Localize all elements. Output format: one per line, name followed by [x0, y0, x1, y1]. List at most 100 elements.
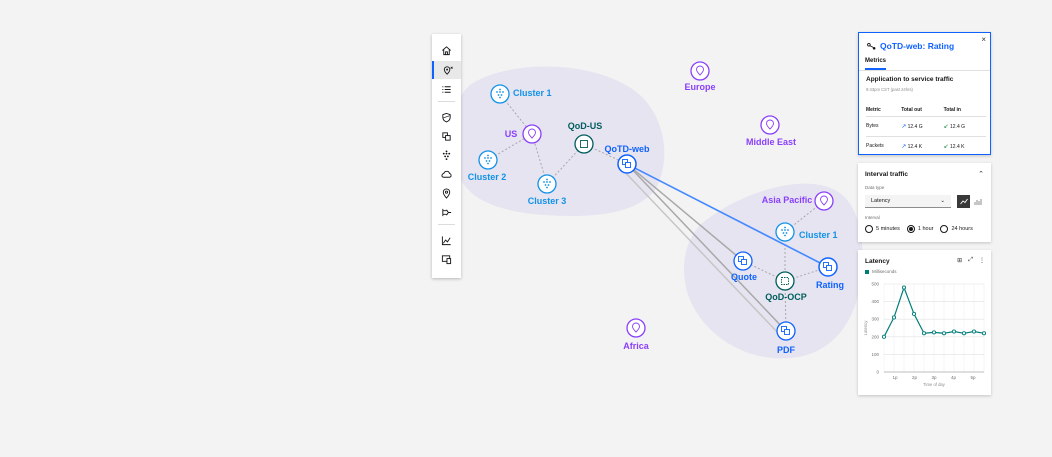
metric-cell: Bytes — [866, 116, 902, 137]
arrow-down-left-icon: ↙ — [943, 123, 949, 130]
data-point — [971, 329, 977, 334]
radio-5-minutes[interactable]: 5 minutes — [865, 225, 900, 233]
arrow-up-right-icon: ↗ — [901, 123, 907, 130]
data-point — [951, 329, 957, 334]
radio-button[interactable] — [906, 225, 915, 233]
region-us[interactable]: US — [505, 124, 542, 144]
us-cluster-2-label: Cluster 2 — [468, 172, 507, 182]
arrow-up-right-icon: ↗ — [901, 143, 907, 150]
bar-chart-icon — [974, 199, 981, 205]
pdf-label: PDF — [777, 345, 796, 355]
interval-radio-group: 5 minutes 1 hour 24 hours — [865, 225, 973, 233]
radio-label: 1 hour — [917, 226, 934, 232]
data-type-label: Data type — [865, 185, 885, 190]
app-button[interactable] — [432, 127, 461, 145]
cluster-icon — [781, 226, 789, 237]
x-tick-label: 5p — [970, 375, 976, 380]
details-title: QoTD-web: Rating — [867, 41, 954, 51]
cloud-button[interactable] — [432, 165, 461, 183]
in-cell: ↙ 12.4 K — [943, 136, 986, 157]
us-cluster-1-label: Cluster 1 — [513, 88, 552, 98]
latency-title: Latency — [865, 258, 890, 265]
rating-service[interactable]: Rating — [816, 257, 844, 290]
cluster-icon — [496, 88, 504, 99]
table-view-icon[interactable]: ⊞ — [957, 258, 963, 264]
namespace-icon — [781, 277, 789, 285]
x-axis-label: Time of day — [923, 382, 946, 387]
metric-cell: Packets — [866, 136, 902, 157]
list-button[interactable] — [432, 80, 461, 98]
qotd-web-service[interactable]: QoTD-web — [605, 144, 650, 174]
us-cluster-2[interactable]: Cluster 2 — [468, 150, 507, 182]
qod-us-namespace[interactable]: QoD-US — [568, 121, 603, 154]
details-title-text: QoTD-web: Rating — [880, 41, 955, 51]
radio-label: 5 minutes — [876, 226, 900, 232]
region-africa[interactable]: Africa — [623, 318, 650, 351]
data-point — [931, 330, 937, 335]
x-tick-label: 3p — [931, 375, 937, 380]
line-chart-toggle[interactable] — [957, 195, 970, 208]
quote-service[interactable]: Quote — [731, 251, 757, 282]
location-filter-button[interactable] — [432, 61, 461, 79]
bar-chart-toggle[interactable] — [971, 195, 984, 208]
pdf-service[interactable]: PDF — [776, 321, 796, 355]
radio-button[interactable] — [940, 225, 949, 233]
maximize-icon[interactable]: ⤢ — [968, 257, 973, 263]
ap-cluster-1[interactable]: Cluster 1 — [775, 222, 838, 242]
x-tick-label: 1p — [892, 375, 898, 380]
y-tick-label: 0 — [876, 370, 879, 375]
region-middle-east-label: Middle East — [746, 137, 796, 147]
data-type-select[interactable]: Latency ⌄ — [865, 195, 951, 208]
shield-icon — [442, 112, 451, 122]
interval-traffic-panel: Interval traffic ⌃ Data type Latency ⌄ I… — [858, 163, 991, 242]
selected-link — [626, 163, 829, 268]
quote-label: Quote — [731, 272, 757, 282]
close-icon[interactable]: × — [981, 35, 986, 44]
flow-button[interactable] — [432, 203, 461, 221]
radio-button[interactable] — [865, 225, 873, 233]
cluster-button[interactable] — [432, 146, 461, 164]
metrics-table: Metric Total out Total in Bytes ↗ 12.4 G… — [866, 104, 986, 157]
column-header: Total out — [901, 104, 944, 117]
app-icon — [442, 131, 451, 141]
toolbar-divider — [438, 224, 455, 225]
service-icon — [622, 159, 631, 168]
interval-label: Interval — [865, 215, 880, 220]
y-axis-label: Latency — [863, 320, 868, 336]
chevron-up-icon[interactable]: ⌃ — [978, 171, 984, 178]
radio-24-hours[interactable]: 24 hours — [940, 225, 973, 233]
data-point — [891, 315, 897, 320]
arrow-down-left-icon: ↙ — [943, 143, 949, 150]
metrics-button[interactable] — [432, 231, 461, 249]
region-middle-east[interactable]: Middle East — [746, 115, 796, 147]
security-button[interactable] — [432, 108, 461, 126]
qotd-web-label: QoTD-web — [605, 144, 650, 154]
us-cluster-1[interactable]: Cluster 1 — [490, 84, 552, 104]
column-header: Metric — [866, 104, 902, 117]
x-tick-label: 4p — [951, 375, 957, 380]
location-button[interactable] — [432, 184, 461, 202]
namespace-icon — [580, 140, 588, 148]
radio-1-hour[interactable]: 1 hour — [906, 225, 934, 233]
overflow-menu-icon[interactable]: ⋮ — [979, 258, 985, 264]
data-point — [981, 331, 987, 336]
section-subtitle: 9:43pm CST (past 24hrs) — [866, 87, 913, 92]
qod-ocp-namespace[interactable]: QoD-OCP — [765, 271, 807, 302]
y-tick-label: 500 — [871, 282, 879, 287]
data-point — [881, 334, 887, 339]
us-cluster-3[interactable]: Cluster 3 — [528, 174, 567, 206]
devices-icon — [441, 254, 452, 264]
home-button[interactable] — [432, 41, 461, 59]
region-europe[interactable]: Europe — [684, 61, 716, 92]
region-asia-pacific[interactable]: Asia Pacific — [762, 191, 834, 211]
tab-metrics[interactable]: Metrics — [865, 58, 887, 70]
table-row: Bytes ↗ 12.4 G ↙ 12.4 G — [866, 116, 986, 137]
out-cell: ↗ 12.4 G — [901, 116, 944, 137]
devices-button[interactable] — [432, 250, 461, 268]
radio-label: 24 hours — [951, 226, 973, 232]
x-tick-label: 2p — [912, 375, 918, 380]
latency-actions: ⊞ ⤢ ⋮ — [957, 257, 985, 264]
